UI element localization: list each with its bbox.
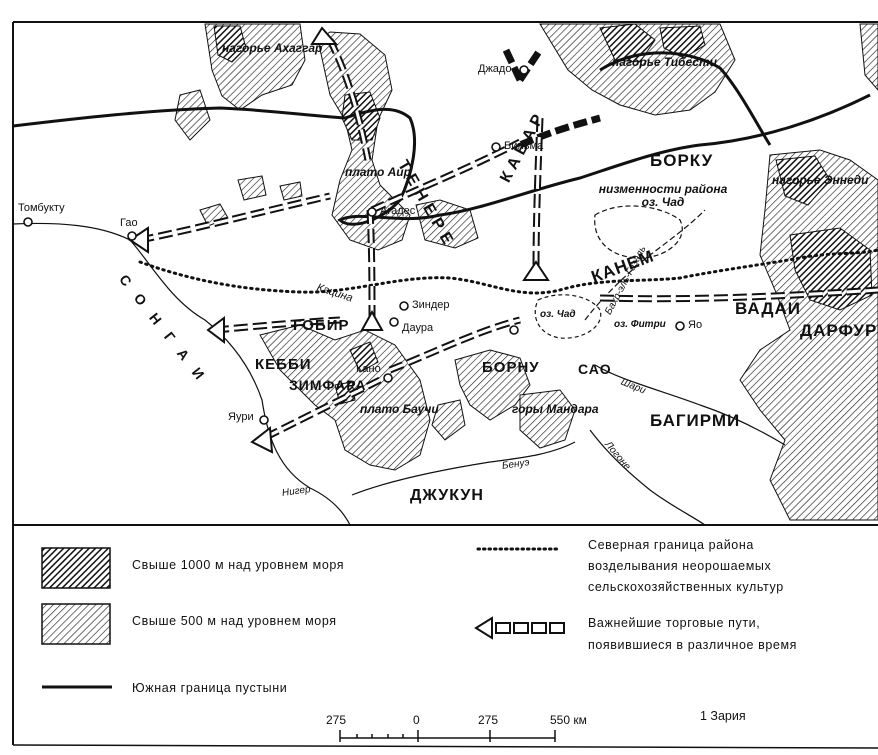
legend-trade-line2: появившиеся в различное время — [588, 638, 798, 652]
scale-tick-label: 550 км — [550, 713, 587, 727]
lake-fitri-label: оз. Фитри — [614, 319, 666, 330]
label-bauchi: плато Баучи — [360, 402, 439, 416]
town-daura: Даура — [402, 322, 434, 334]
legend-trade-line1: Важнейшие торговые пути, — [588, 616, 761, 630]
legend-cultivation-line2: возделывания неорошаемых — [588, 559, 772, 573]
scale-tick-label: 0 — [413, 713, 420, 727]
scale-tick-label: 275 — [478, 713, 499, 727]
lake-chad-label: оз. Чад — [540, 309, 576, 320]
desert-border-line — [12, 93, 871, 226]
region-bornu: БОРНУ — [482, 359, 540, 376]
niger-river — [12, 222, 351, 526]
legend-500m-label: Свыше 500 м над уровнем моря — [132, 614, 337, 628]
legend-trade-symbol — [474, 616, 565, 640]
region-bagirmi: БАГИРМИ — [650, 411, 741, 430]
legend-cultivation-line3: сельскохозяйственных культур — [588, 580, 784, 594]
legend-desert-label: Южная граница пустыни — [132, 681, 288, 695]
region-borku: БОРКУ — [650, 151, 714, 170]
town-markers — [23, 65, 685, 425]
legend-cultivation-line1: Северная граница района — [588, 538, 754, 552]
town-agades: Агадес — [380, 205, 416, 217]
legend-swatch-500m — [41, 603, 111, 645]
region-kebbi: КЕББИ — [255, 356, 312, 373]
legend-1000m-label: Свыше 1000 м над уровнем моря — [132, 558, 345, 572]
shari-river — [594, 364, 786, 446]
town-bilma: Бильма — [504, 140, 544, 152]
town-yauri: Яури — [228, 411, 254, 423]
region-zimfara: ЗИМФАРА — [289, 377, 367, 393]
benue-river — [351, 441, 576, 496]
label-mandara: горы Мандара — [512, 402, 599, 416]
route-arrowheads — [128, 26, 550, 454]
scale-tick-label: 275 — [326, 713, 347, 727]
town-yao: Яо — [688, 319, 703, 331]
scale-note: 1 Зария — [700, 709, 746, 723]
map-border — [12, 21, 878, 745]
label-ahaggar: нагорье Ахаггар — [222, 41, 323, 55]
region-vadai: ВАДАИ — [735, 299, 801, 318]
bahr-el-ghazal — [584, 209, 706, 321]
cultivation-limit-line — [138, 248, 878, 295]
logone-river — [589, 429, 706, 526]
town-djado: Джадо — [478, 63, 512, 75]
rivers — [12, 205, 786, 526]
town-gao: Гао — [120, 217, 138, 229]
region-darfur: ДАРФУР — [800, 321, 878, 340]
label-tibesti: нагорье Тибести — [612, 55, 717, 69]
lake-chad — [534, 294, 602, 339]
region-gobir: ГОБИР — [293, 317, 350, 334]
region-djukun: ДЖУКУН — [410, 487, 484, 504]
chad-lowland-outline — [594, 205, 683, 259]
highlands-500m — [174, 23, 878, 521]
town-kano: Кано — [356, 363, 381, 375]
town-zinder: Зиндер — [412, 299, 450, 311]
region-sao: САО — [578, 361, 612, 377]
town-timbuktu: Томбукту — [18, 202, 65, 214]
scale-bar — [339, 730, 556, 742]
label-air: плато Аир — [345, 165, 411, 179]
label-ennedi: нагорье Эннеди — [772, 173, 869, 187]
legend-swatch-1000m — [41, 547, 111, 589]
label-chad-lowland: низменности района оз. Чад — [598, 182, 728, 209]
